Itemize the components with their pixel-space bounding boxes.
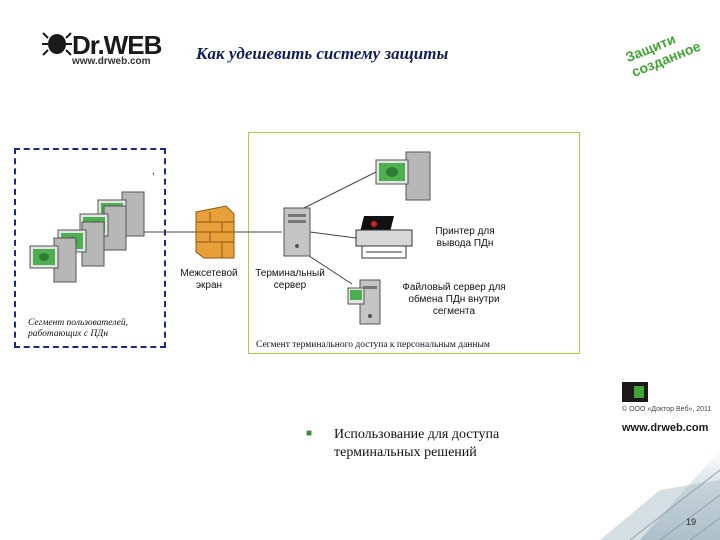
site-url: www.drweb.com	[622, 422, 709, 434]
copyright: © ООО «Доктор Веб», 2011	[622, 406, 712, 413]
slide-title: Как удешевить систему защиты	[196, 44, 449, 63]
firewall-label: Межсетевой экран	[180, 268, 238, 291]
page-number: 19	[686, 517, 697, 527]
workstation-icon	[375, 151, 431, 201]
firewall-icon	[195, 205, 235, 259]
server-icon	[347, 279, 381, 325]
bullet-icon: ■	[306, 428, 313, 439]
server-icon	[283, 207, 311, 257]
bullet-text: Использование для доступа терминальных р…	[334, 427, 500, 460]
drweb-logo-icon	[42, 32, 72, 56]
printer-label: Принтер для вывода ПДн	[435, 226, 495, 249]
workstation-icon	[29, 237, 77, 283]
printer-icon	[355, 216, 413, 259]
logo-text: Dr.WEB	[72, 30, 162, 60]
terminal-server-label: Терминальный сервер	[255, 268, 325, 291]
logo-url: www.drweb.com	[72, 56, 151, 67]
tick-mark: ,	[152, 166, 155, 177]
user-segment-box	[14, 148, 166, 348]
terminal-segment-label: Сегмент терминального доступа к персонал…	[256, 340, 490, 350]
drweb-small-logo-icon	[622, 382, 648, 402]
building-image	[600, 450, 720, 540]
user-segment-label: Сегмент пользователей, работающих с ПДн	[28, 318, 128, 339]
terminal-segment-box	[248, 132, 580, 354]
workstation-icon	[57, 221, 105, 267]
file-server-label: Файловый сервер для обмена ПДн внутри се…	[402, 282, 506, 317]
